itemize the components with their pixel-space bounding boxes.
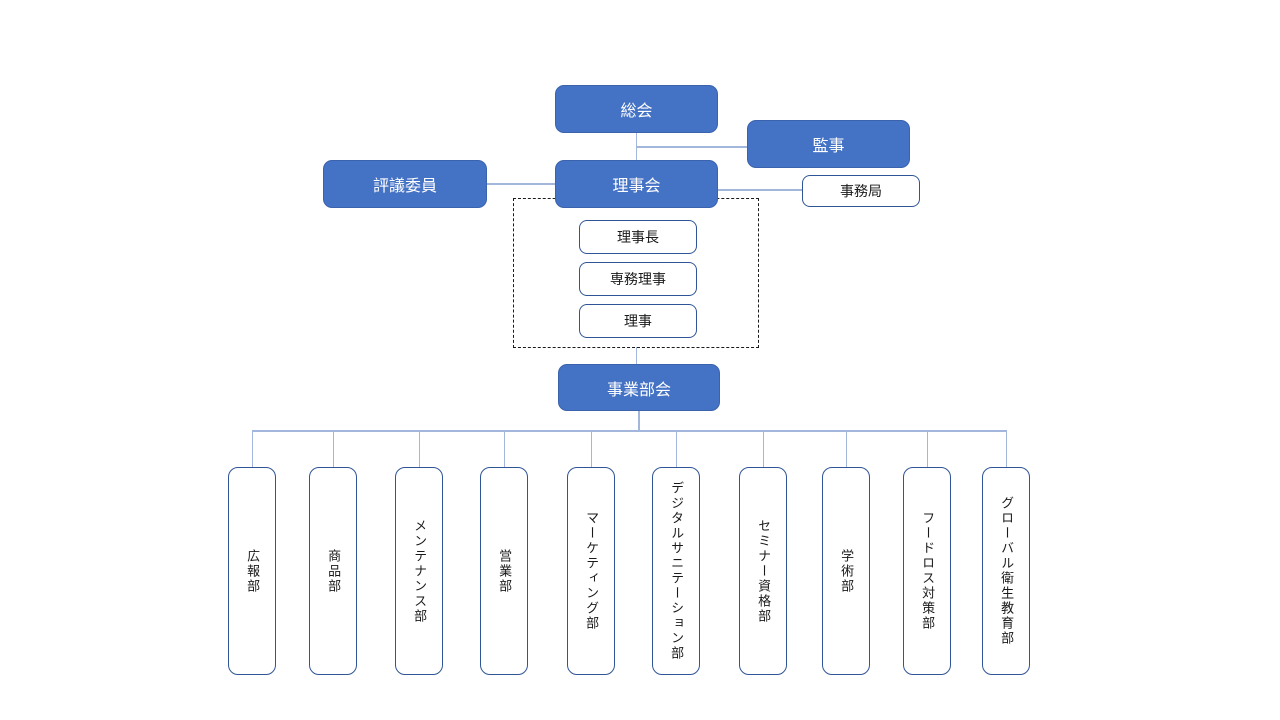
dept-global-hygiene-education-label: グローバル衛生教育部 [999, 496, 1015, 646]
connector-division-to-bus [638, 411, 640, 431]
node-council-members-label: 評議委員 [372, 178, 437, 195]
node-chairman-label: 理事長 [617, 229, 659, 245]
connector-officers-to-division [635, 347, 637, 364]
dept-marketing-label: マーケティング部 [584, 511, 600, 631]
connector-drop-3 [418, 430, 420, 467]
node-secretariat: 事務局 [802, 175, 920, 207]
dept-seminar-certification: セミナー資格部 [739, 467, 787, 675]
connector-board-to-secretariat [718, 189, 802, 191]
node-business-division-council: 事業部会 [558, 364, 720, 411]
dept-digital-sanitation-label: デジタルサニテーション部 [669, 481, 685, 661]
connector-bus-horizontal [252, 430, 1006, 432]
dept-public-relations-label: 広報部 [245, 548, 261, 594]
dept-sales: 営業部 [480, 467, 528, 675]
connector-drop-1 [251, 430, 253, 467]
node-board-of-directors: 理事会 [555, 160, 718, 208]
node-council-members: 評議委員 [323, 160, 487, 208]
dept-food-loss-label: フードロス対策部 [920, 511, 936, 631]
connector-drop-7 [762, 430, 764, 467]
dept-public-relations: 広報部 [228, 467, 276, 675]
connector-drop-6 [675, 430, 677, 467]
dept-academic-label: 学術部 [839, 548, 855, 594]
dept-maintenance: メンテナンス部 [395, 467, 443, 675]
node-director: 理事 [579, 304, 697, 338]
connector-council-to-board [487, 183, 555, 185]
node-auditor: 監事 [747, 120, 910, 168]
dept-products-label: 商品部 [326, 548, 342, 594]
dept-sales-label: 営業部 [497, 548, 513, 594]
node-chairman: 理事長 [579, 220, 697, 254]
node-auditor-label: 監事 [812, 138, 845, 155]
connector-drop-10 [1005, 430, 1007, 467]
node-executive-director-label: 専務理事 [610, 271, 666, 287]
dept-global-hygiene-education: グローバル衛生教育部 [982, 467, 1030, 675]
node-director-label: 理事 [624, 313, 652, 329]
node-board-of-directors-label: 理事会 [612, 178, 661, 195]
connector-drop-8 [845, 430, 847, 467]
dept-digital-sanitation: デジタルサニテーション部 [652, 467, 700, 675]
dept-food-loss: フードロス対策部 [903, 467, 951, 675]
connector-drop-5 [590, 430, 592, 467]
node-business-division-council-label: 事業部会 [606, 381, 671, 399]
node-general-meeting: 総会 [555, 85, 718, 133]
connector-drop-2 [332, 430, 334, 467]
dept-marketing: マーケティング部 [567, 467, 615, 675]
dept-seminar-certification-label: セミナー資格部 [756, 518, 772, 624]
dept-maintenance-label: メンテナンス部 [412, 518, 428, 624]
connector-drop-4 [503, 430, 505, 467]
dept-products: 商品部 [309, 467, 357, 675]
dept-academic: 学術部 [822, 467, 870, 675]
node-executive-director: 専務理事 [579, 262, 697, 296]
node-general-meeting-label: 総会 [620, 103, 653, 120]
node-secretariat-label: 事務局 [840, 183, 882, 199]
connector-to-auditor [636, 146, 747, 148]
connector-drop-9 [926, 430, 928, 467]
